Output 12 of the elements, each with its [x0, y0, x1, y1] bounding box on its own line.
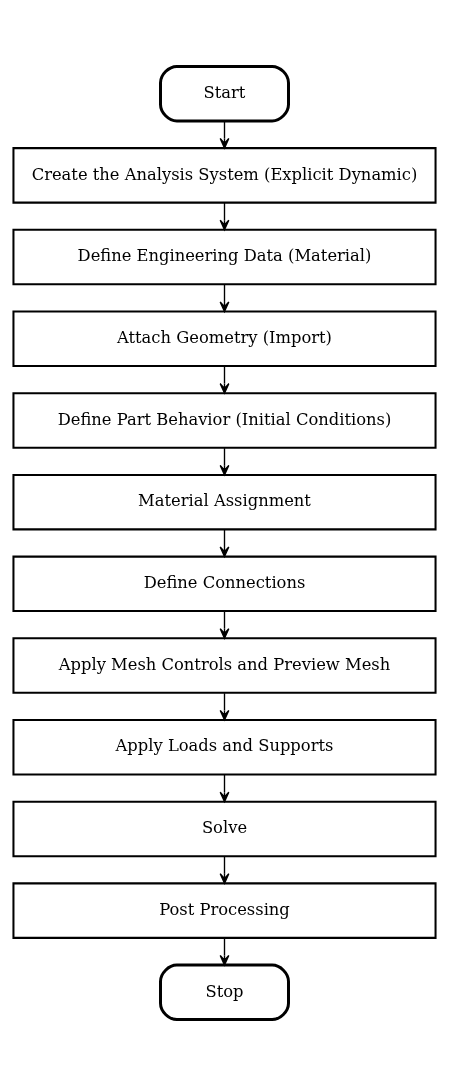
node-box: Define Connections: [12, 555, 437, 613]
node-box: Stop: [159, 963, 290, 1022]
node-box: Solve: [12, 800, 437, 858]
node-box: Create the Analysis System (Explicit Dynamic): [12, 147, 437, 204]
node-box: Attach Geometry (Import): [12, 310, 437, 367]
node-box: Apply Mesh Controls and Preview Mesh: [12, 637, 437, 694]
node-box: Define Part Behavior (Initial Conditions): [12, 392, 437, 449]
node-box: Start: [159, 64, 290, 123]
node-box: Material Assignment: [12, 473, 437, 531]
node-box: Define Engineering Data (Material): [12, 228, 437, 286]
node-box: Post Processing: [12, 882, 437, 939]
node-box: Apply Loads and Supports: [12, 719, 437, 776]
